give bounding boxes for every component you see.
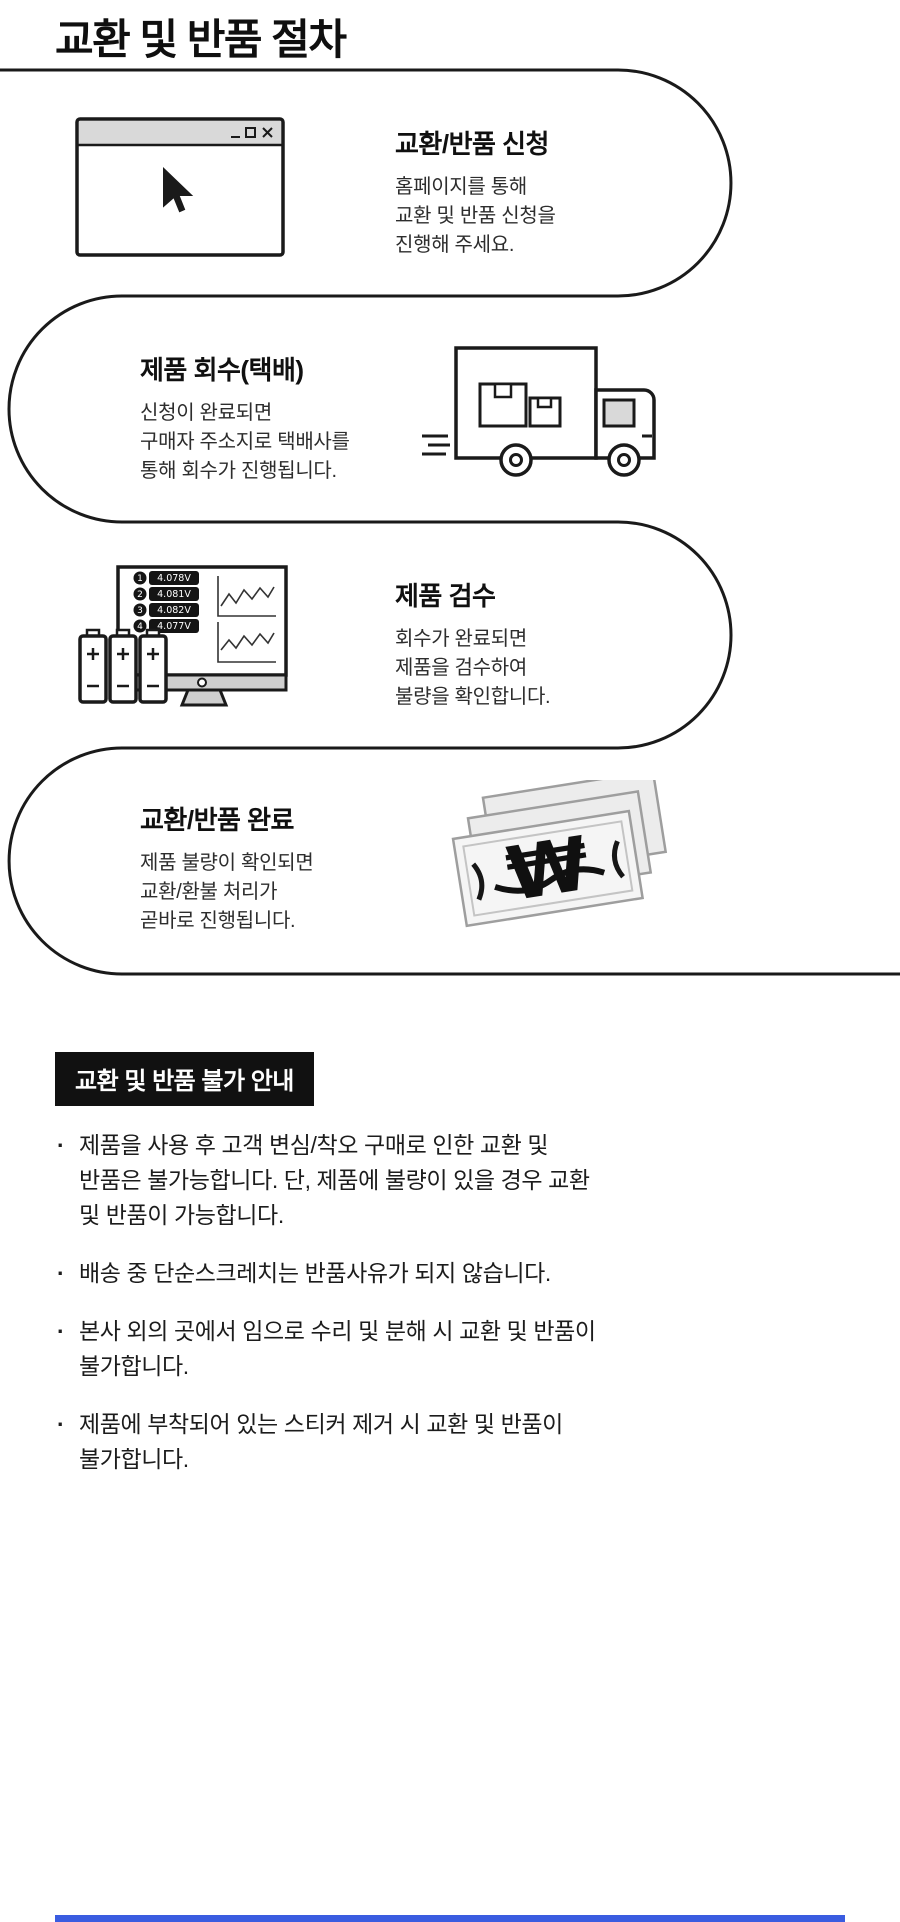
bullet-dot: · [57, 1260, 65, 1286]
step-4-heading: 교환/반품 완료 [140, 805, 294, 835]
notice-item: · 제품을 사용 후 고객 변심/착오 구매로 인한 교환 및 반품은 불가능합… [55, 1128, 745, 1233]
notice-line: 불가합니다. [79, 1446, 189, 1472]
step-3-heading: 제품 검수 [395, 581, 496, 611]
process-flow-path [0, 68, 900, 976]
cab-window [602, 398, 636, 428]
notice-badge: 교환 및 반품 불가 안내 [55, 1052, 314, 1106]
monitor-stand [179, 688, 229, 707]
bill-ornament-right [611, 840, 626, 879]
notice-line: 배송 중 단순스크레치는 반품사유가 되지 않습니다. [79, 1260, 551, 1286]
svg-text:2: 2 [137, 590, 143, 600]
bullet-dot: · [57, 1318, 65, 1344]
battery-icon [78, 628, 168, 704]
svg-text:4.082V: 4.082V [157, 605, 191, 616]
notice-line: 반품은 불가능합니다. 단, 제품에 불량이 있을 경우 교환 [79, 1167, 590, 1193]
notice-badge-label: 교환 및 반품 불가 안내 [75, 1068, 294, 1095]
money-refund-icon: ₩ [451, 780, 668, 928]
step-1-line: 홈페이지를 통해 [395, 176, 527, 198]
cursor-icon [163, 167, 194, 213]
page-title: 교환 및 반품 절차 [55, 16, 347, 63]
step-2-line: 통해 회수가 진행됩니다. [140, 460, 337, 482]
step-1-block: 교환/반품 신청 홈페이지를 통해 교환 및 반품 신청을 진행해 주세요. [395, 124, 695, 260]
truck-wheels-icon [499, 443, 641, 477]
svg-text:4.078V: 4.078V [157, 573, 191, 584]
step-1-line: 진행해 주세요. [395, 234, 515, 256]
bullet-dot: · [57, 1132, 65, 1158]
browser-window-icon [75, 117, 285, 257]
svg-text:1: 1 [137, 574, 143, 584]
step-4-block: 교환/반품 완료 제품 불량이 확인되면 교환/환불 처리가 곧바로 진행됩니다… [140, 800, 440, 936]
step-3-block: 제품 검수 회수가 완료되면 제품을 검수하여 불량을 확인합니다. [395, 576, 695, 712]
mini-chart-icon [217, 576, 276, 663]
notice-line: 불가합니다. [79, 1353, 189, 1379]
delivery-truck-icon [422, 346, 656, 477]
step-4-line: 교환/환불 처리가 [140, 881, 278, 903]
bottom-divider [55, 1915, 845, 1922]
step-3-line: 제품을 검수하여 [395, 657, 527, 679]
notice-line: 제품을 사용 후 고객 변심/착오 구매로 인한 교환 및 [79, 1132, 549, 1158]
parcel-boxes-icon [478, 382, 562, 428]
step-1-line: 교환 및 반품 신청을 [395, 205, 556, 227]
svg-text:4: 4 [137, 622, 143, 632]
svg-text:4.081V: 4.081V [157, 589, 191, 600]
step-4-line: 곧바로 진행됩니다. [140, 910, 296, 932]
notice-item: · 본사 외의 곳에서 임으로 수리 및 분해 시 교환 및 반품이 불가합니다… [55, 1314, 745, 1384]
step-1-heading: 교환/반품 신청 [395, 129, 549, 159]
notice-line: 및 반품이 가능합니다. [79, 1202, 284, 1228]
notice-item: · 배송 중 단순스크레치는 반품사유가 되지 않습니다. [55, 1256, 745, 1291]
step-4-line: 제품 불량이 확인되면 [140, 852, 314, 874]
svg-text:4.077V: 4.077V [157, 621, 191, 632]
bullet-dot: · [57, 1411, 65, 1437]
step-3-line: 불량을 확인합니다. [395, 686, 551, 708]
svg-text:3: 3 [137, 606, 143, 616]
notice-line: 제품에 부착되어 있는 스티커 제거 시 교환 및 반품이 [79, 1411, 563, 1437]
window-controls-icon [231, 127, 273, 138]
battery-test-monitor-icon: 1 4.078V 2 4.081V 3 4.082V 4 4.077V [78, 565, 288, 707]
step-3-line: 회수가 완료되면 [395, 628, 527, 650]
bill-ornament-left [471, 862, 485, 901]
step-2-block: 제품 회수(택배) 신청이 완료되면 구매자 주소지로 택배사를 통해 회수가 … [140, 350, 440, 486]
step-2-heading: 제품 회수(택배) [140, 355, 304, 385]
step-2-line: 신청이 완료되면 [140, 402, 272, 424]
battery-readout-rows: 1 4.078V 2 4.081V 3 4.082V 4 4.077V [133, 571, 199, 633]
won-brush-stroke [494, 866, 606, 894]
speed-lines-icon [422, 434, 450, 456]
step-2-line: 구매자 주소지로 택배사를 [140, 431, 350, 453]
notice-item: · 제품에 부착되어 있는 스티커 제거 시 교환 및 반품이 불가합니다. [55, 1407, 745, 1477]
notice-list: · 제품을 사용 후 고객 변심/착오 구매로 인한 교환 및 반품은 불가능합… [55, 1128, 745, 1500]
notice-line: 본사 외의 곳에서 임으로 수리 및 분해 시 교환 및 반품이 [79, 1318, 596, 1344]
